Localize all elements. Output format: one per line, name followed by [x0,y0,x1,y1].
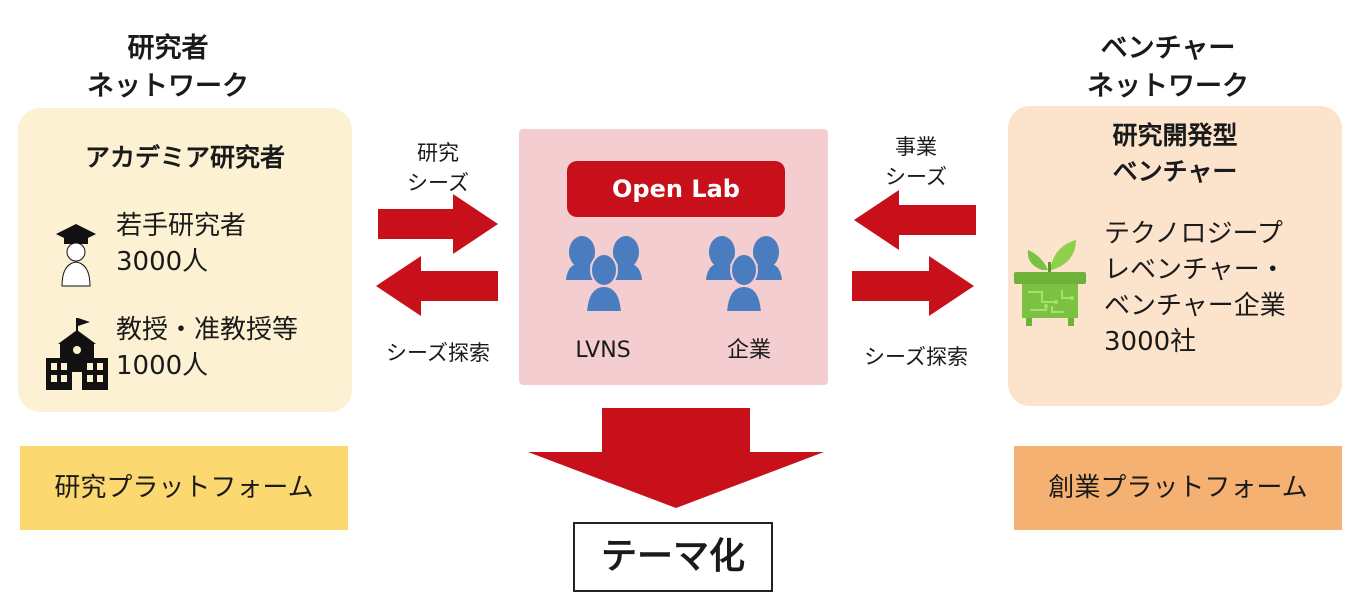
researcher-network-title: 研究者 ネットワーク [87,33,249,102]
people-group-icon [566,236,642,313]
venture-heading: 研究開発型 ベンチャー [1112,121,1238,186]
business-seeds-label: 事業 シーズ [885,135,947,189]
plant-chip-icon [1014,240,1086,326]
research-seeds-label: 研究 シーズ [407,141,469,195]
right-arrow-icon [378,194,498,254]
left-arrow-icon [854,190,976,250]
open-lab-title: Open Lab [567,161,785,217]
young-researchers-text: 若手研究者 3000人 [116,211,247,277]
venture-network-title: ベンチャー ネットワーク [1087,33,1249,102]
venture-count-text: テクノロジープ レベンチャー・ ベンチャー企業 3000社 [1104,219,1286,357]
academia-heading: アカデミア研究者 [84,143,285,172]
research-platform: 研究プラットフォーム [20,446,348,530]
lvns-label: LVNS [575,338,631,363]
left-arrow-icon [376,256,498,316]
company-label: 企業 [726,338,771,363]
startup-platform: 創業プラットフォーム [1014,446,1342,530]
graduate-icon [56,224,96,287]
seed-search-label-left: シーズ探索 [386,341,490,365]
down-arrow-icon [528,408,824,508]
professors-text: 教授・准教授等 1000人 [116,315,299,381]
people-group-icon [706,236,782,313]
theme-result-box: テーマ化 [573,522,773,592]
seed-search-label-right: シーズ探索 [864,345,968,369]
right-arrow-icon [852,256,974,316]
school-building-icon [46,318,108,390]
